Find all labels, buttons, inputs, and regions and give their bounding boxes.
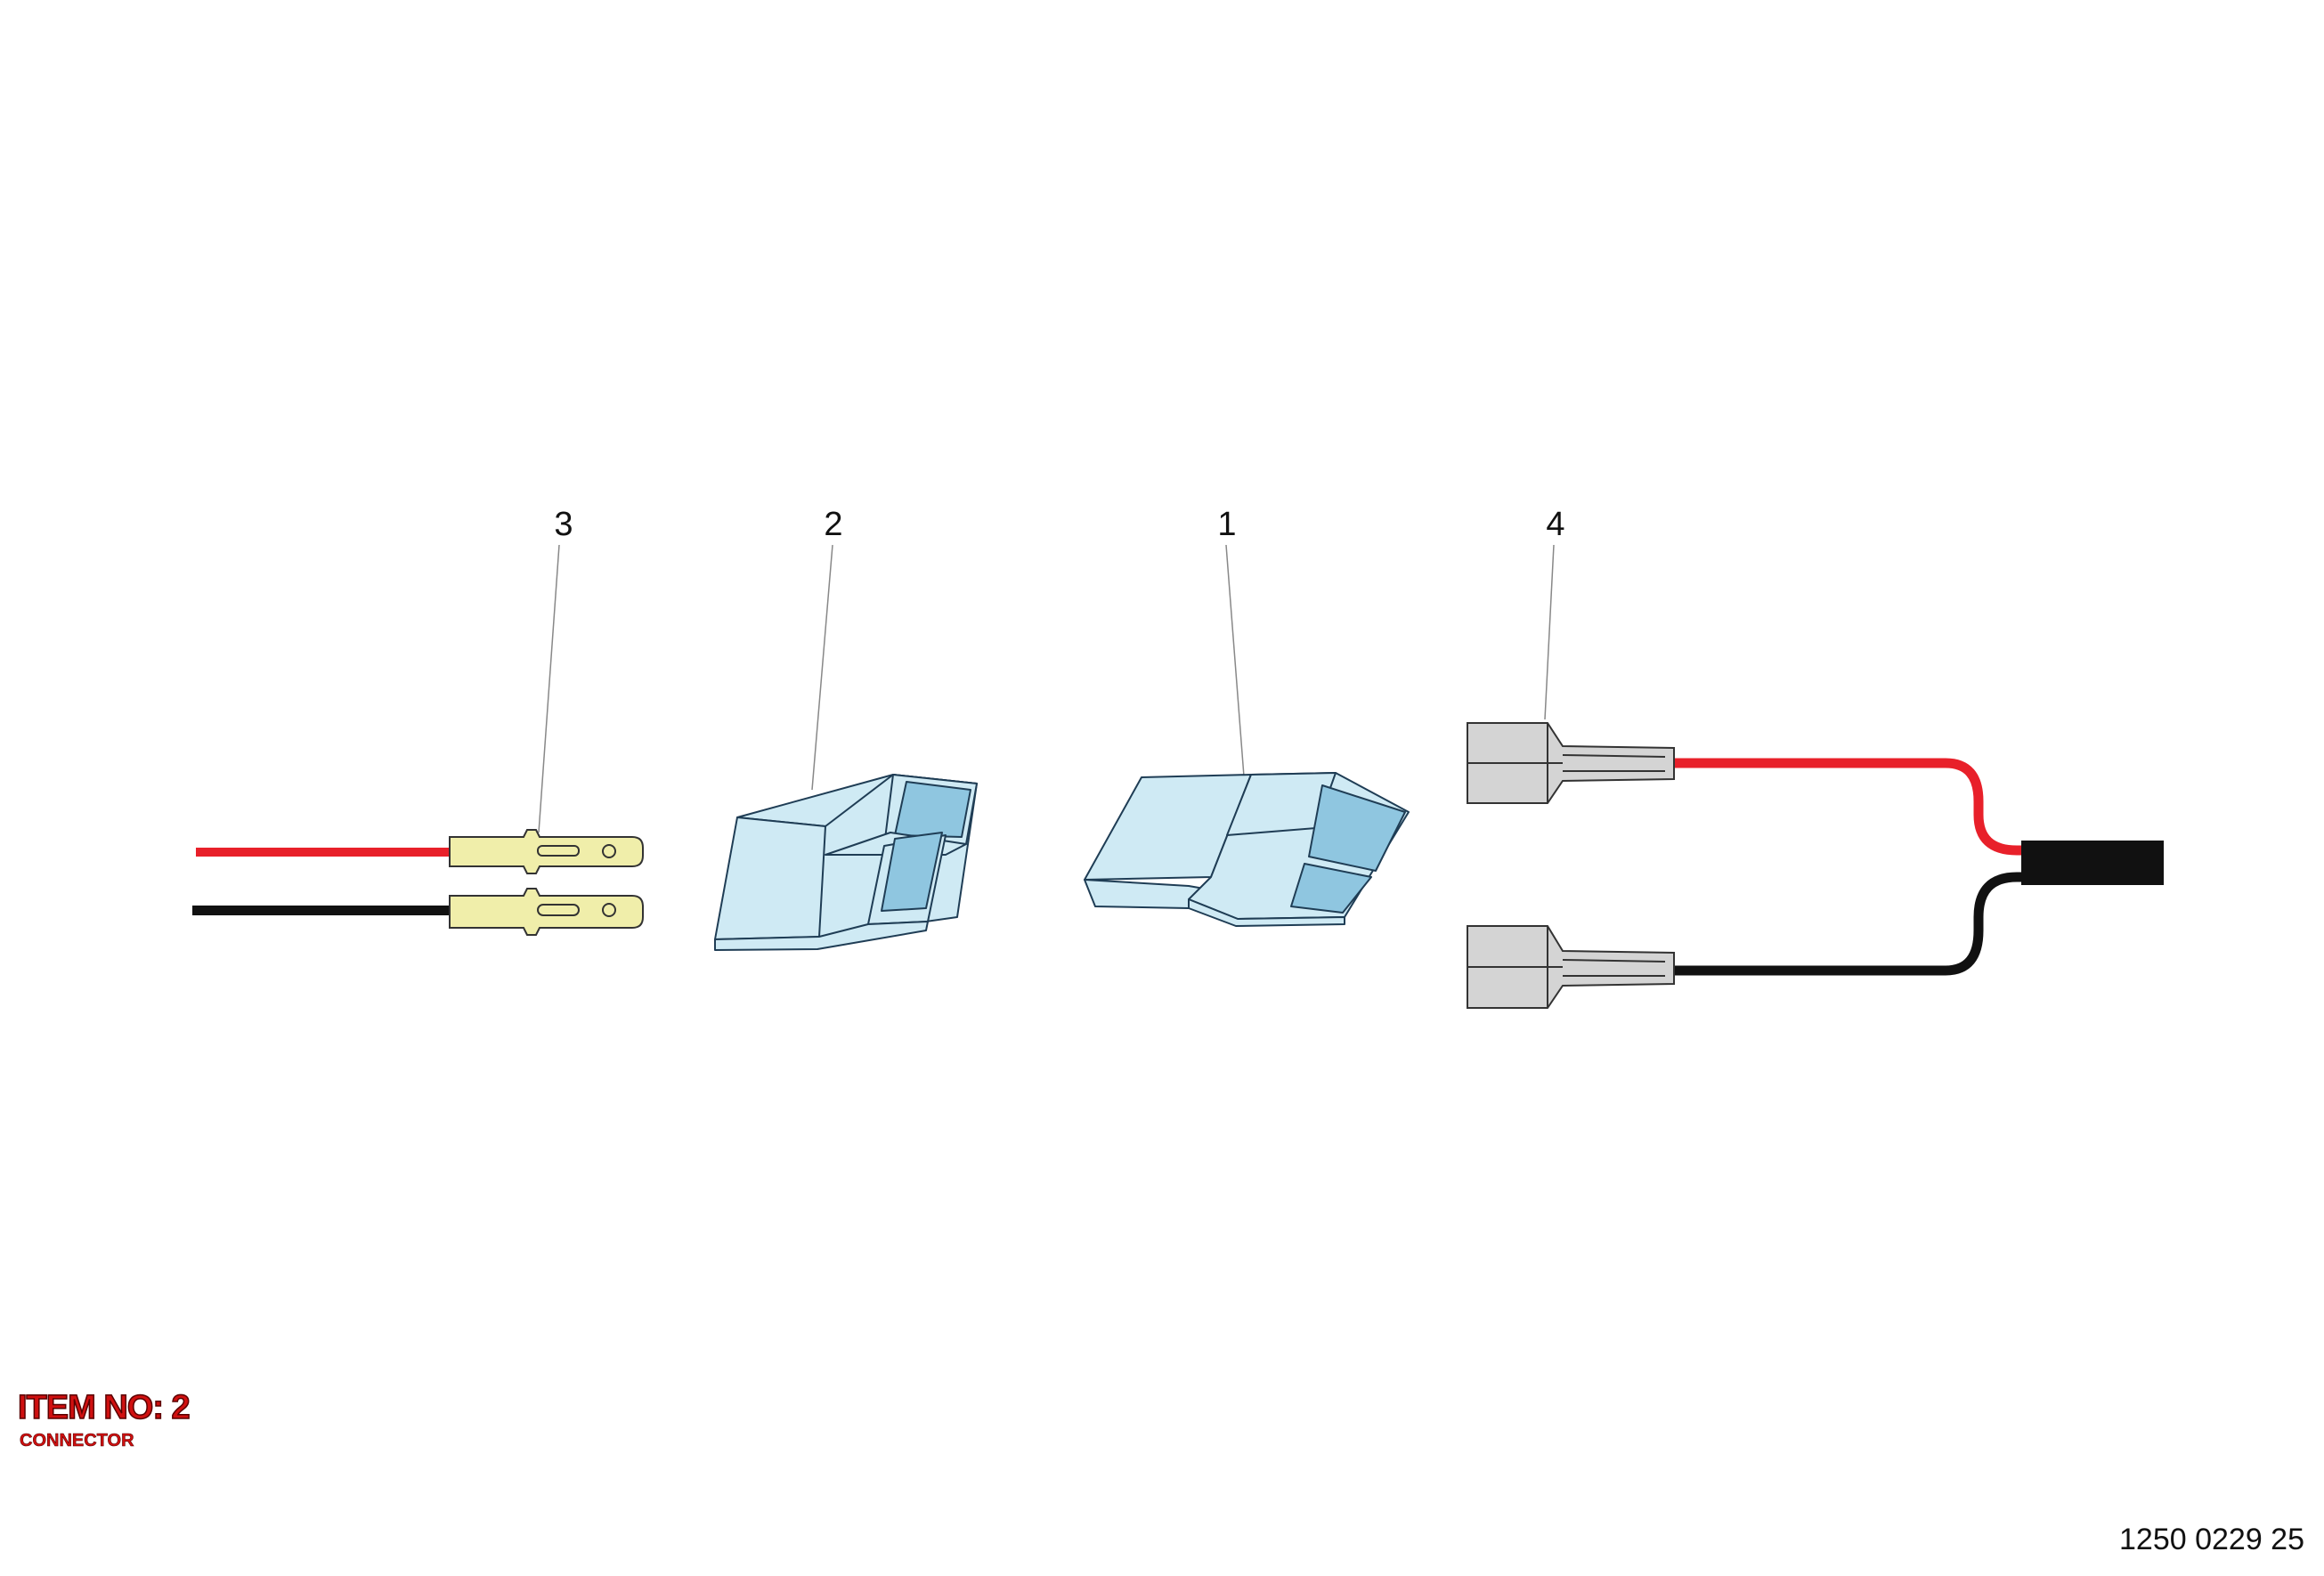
male-housing [714,774,978,951]
housing-1-cavity-upper [1308,784,1406,872]
female-terminals-harness [1467,722,2164,1009]
item-number-title: ITEM NO: 2 [17,1389,191,1426]
housing-2-cavity-top [894,781,971,838]
harness-red-wire [1674,758,2026,856]
female-terminal-top [1467,722,1675,804]
callout-2: 2 [824,506,843,543]
female-terminal-bottom [1467,925,1675,1009]
leader-line-2 [811,544,833,791]
male-terminals-with-wires [192,829,644,936]
male-terminal-bottom [449,888,644,936]
callout-4: 4 [1546,506,1565,543]
red-wire [196,848,450,857]
housing-2-base [714,921,929,951]
harness-black-wire [1674,872,2026,976]
leader-line-4 [1544,544,1555,720]
drawing-number: 1250 0229 25 [2119,1523,2304,1556]
black-wire [192,906,450,915]
male-terminal-top [449,829,644,874]
leader-lines [538,544,1555,833]
item-description: CONNECTOR [20,1431,134,1450]
callout-3: 3 [554,506,573,543]
housing-2-front-face [714,816,826,940]
leader-line-3 [538,544,560,833]
leader-line-1 [1225,544,1245,777]
harness-sleeve [2021,841,2164,885]
housing-1-cavity-lower [1290,863,1372,914]
female-housing [1084,772,1410,927]
callout-1: 1 [1217,506,1237,543]
housing-2-cavity-bottom [881,832,943,912]
housing-1-front-step [1188,898,1345,927]
